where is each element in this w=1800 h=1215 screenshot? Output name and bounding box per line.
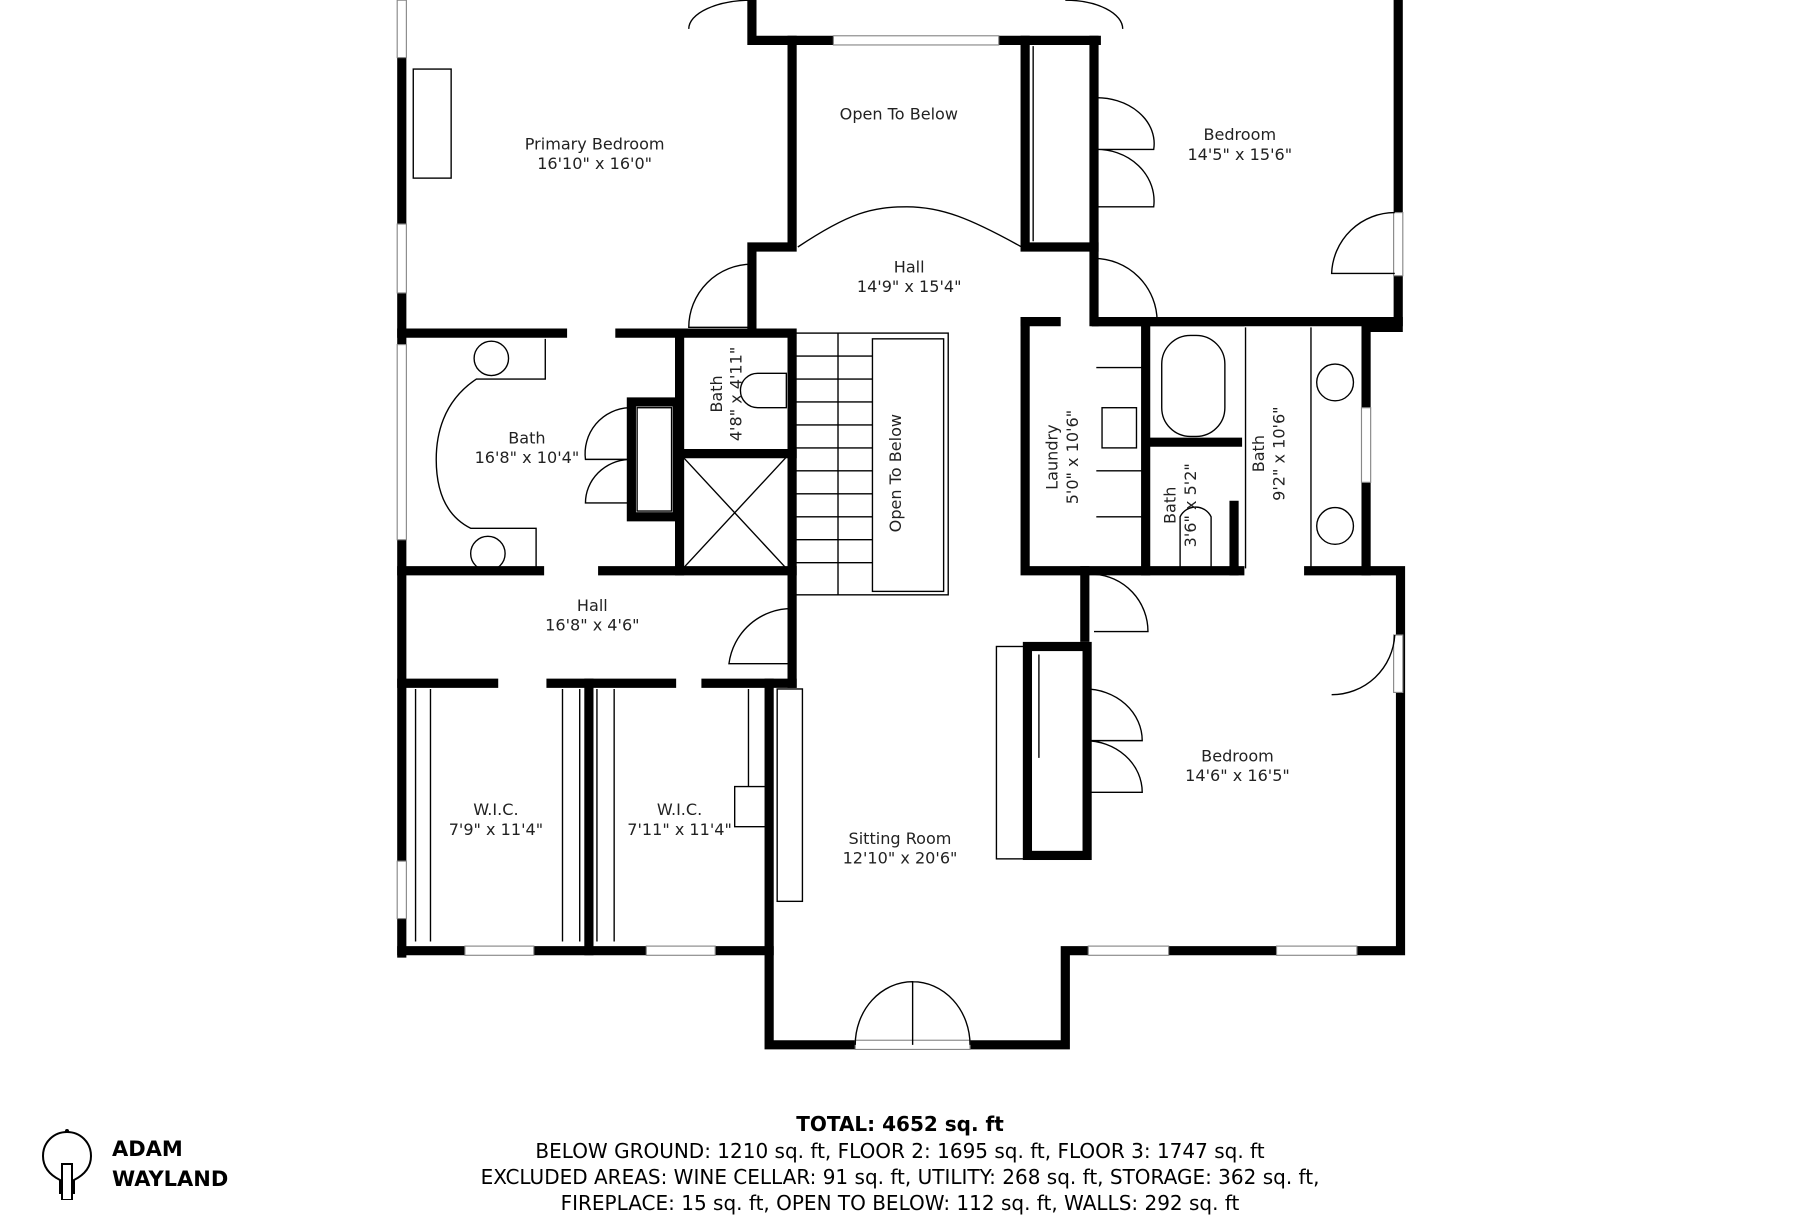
- room-name: Primary Bedroom: [525, 134, 665, 153]
- room-labels: Primary Bedroom 16'10" x 16'0" Open To B…: [449, 105, 1292, 868]
- room-name: Bath: [707, 375, 726, 412]
- room-size: 14'6" x 16'5": [1185, 766, 1290, 785]
- room-size: 12'10" x 20'6": [843, 848, 958, 867]
- stair-treads: [795, 333, 873, 595]
- room-size: 7'9" x 11'4": [449, 820, 543, 839]
- excluded-areas: EXCLUDED AREAS: WINE CELLAR: 91 sq. ft, …: [480, 1165, 1320, 1189]
- logo-line1: ADAM: [112, 1137, 183, 1161]
- room-size: 9'2" x 10'6": [1270, 406, 1289, 500]
- room-name: Bath: [1161, 487, 1180, 524]
- room-name: Bath: [508, 428, 545, 447]
- lightbulb-icon: [41, 1129, 93, 1200]
- room-name: W.I.C.: [473, 800, 518, 819]
- room-name: Hall: [577, 596, 608, 615]
- room-size: 7'11" x 11'4": [627, 820, 732, 839]
- room-size: 4'8" x 4'11": [727, 347, 746, 441]
- door-swings: [584, 0, 1396, 1045]
- room-name: Open To Below: [886, 414, 905, 532]
- room-name: Open To Below: [840, 105, 958, 124]
- room-size: 14'9" x 15'4": [857, 277, 962, 296]
- room-size: 5'0" x 10'6": [1063, 410, 1082, 504]
- walls: [397, 0, 1406, 1050]
- room-name: Bath: [1249, 435, 1268, 472]
- excluded-areas-cont: FIREPLACE: 15 sq. ft, OPEN TO BELOW: 112…: [560, 1191, 1240, 1215]
- room-name: Sitting Room: [849, 829, 952, 848]
- room-size: 16'8" x 4'6": [545, 615, 639, 634]
- room-name: W.I.C.: [657, 800, 702, 819]
- room-size: 14'5" x 15'6": [1187, 145, 1292, 164]
- room-name: Bedroom: [1201, 746, 1274, 765]
- logo-line2: WAYLAND: [112, 1167, 229, 1191]
- area-breakdown: BELOW GROUND: 1210 sq. ft, FLOOR 2: 1695…: [535, 1139, 1265, 1163]
- fixtures: [412, 46, 1355, 942]
- room-size: 3'6" x 5'2": [1181, 463, 1200, 547]
- room-name: Bedroom: [1203, 125, 1276, 144]
- room-name: Laundry: [1042, 424, 1061, 490]
- room-size: 16'8" x 10'4": [475, 448, 580, 467]
- company-logo: ADAM WAYLAND: [40, 1128, 228, 1200]
- room-size: 16'10" x 16'0": [537, 154, 652, 173]
- windows: [396, 0, 1404, 1051]
- room-name: Hall: [894, 257, 925, 276]
- total-area: TOTAL: 4652 sq. ft: [796, 1112, 1004, 1136]
